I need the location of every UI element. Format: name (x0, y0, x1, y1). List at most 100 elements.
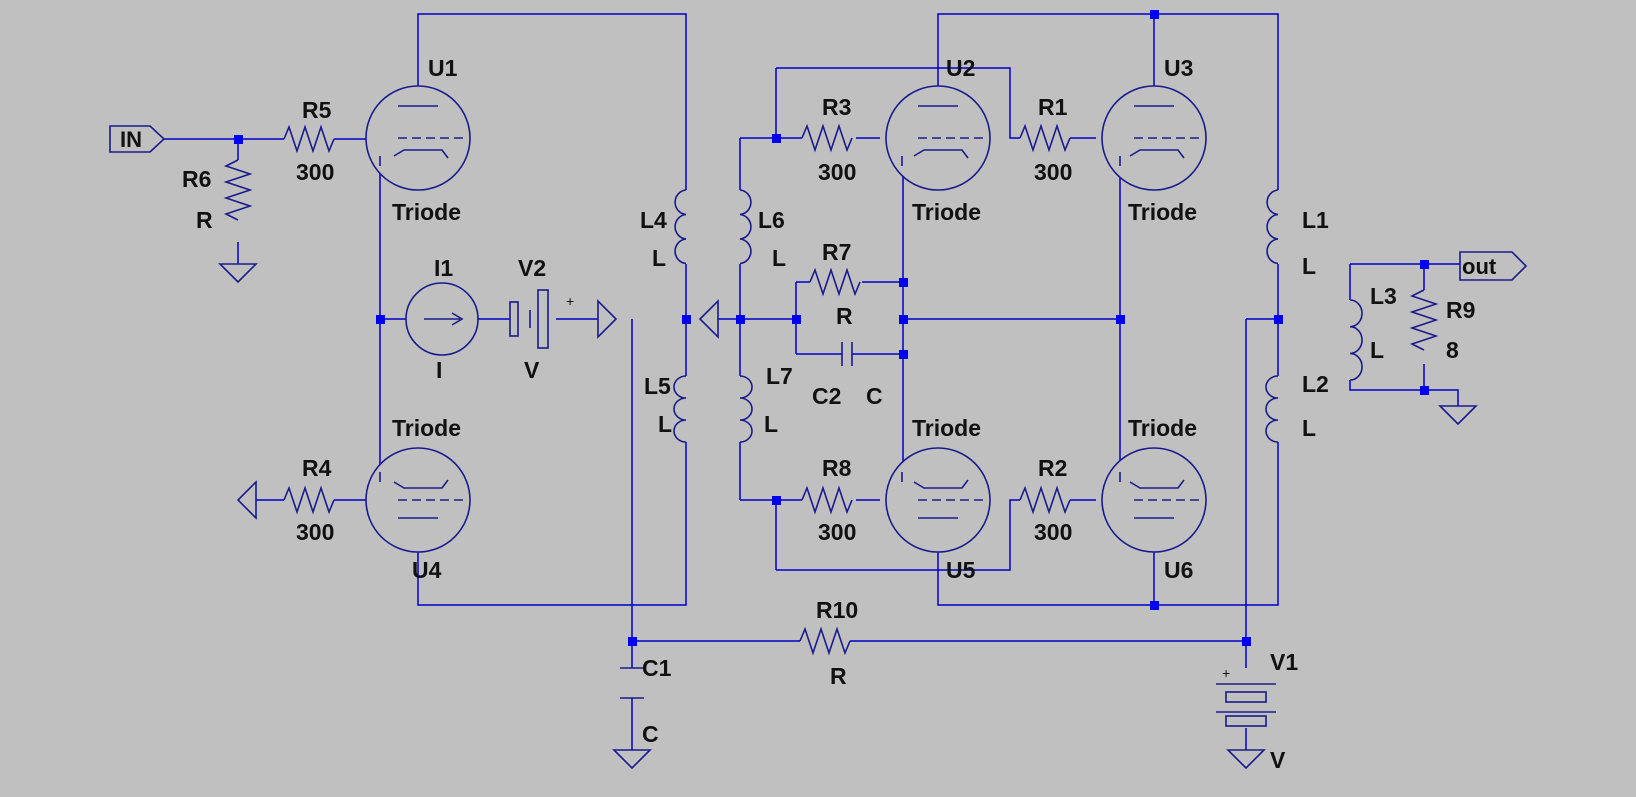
resistor-r5 (283, 124, 335, 154)
resistor-r6 (223, 159, 253, 221)
resistor-r2 (1019, 485, 1071, 515)
triode-u2 (885, 85, 991, 191)
c2-value: C (866, 383, 883, 409)
r9-ref: R9 (1446, 297, 1475, 323)
l1-value: L (1302, 253, 1316, 279)
i1-value: I (436, 357, 442, 383)
r4-ref: R4 (302, 455, 332, 481)
ground-icon (597, 299, 618, 339)
inductor-l5 (673, 375, 687, 443)
resistor-r4 (283, 485, 335, 515)
u3-ref: U3 (1164, 55, 1193, 81)
triode-u5 (885, 447, 991, 553)
r8-value: 300 (818, 519, 856, 545)
triode-u3 (1101, 85, 1207, 191)
r3-ref: R3 (822, 94, 851, 120)
v1-ref: V1 (1270, 649, 1298, 675)
c1-ref: C1 (642, 655, 672, 681)
r4-value: 300 (296, 519, 334, 545)
r7-value: R (836, 303, 853, 329)
c1-value: C (642, 721, 659, 747)
junction-dots (234, 10, 1429, 646)
v1-value: V (1270, 747, 1286, 773)
u6-value: Triode (1128, 415, 1197, 441)
v2-ref: V2 (518, 255, 546, 281)
ground-icon (218, 263, 258, 284)
resistor-r8 (801, 485, 853, 515)
v2-value: V (524, 357, 540, 383)
u2-value: Triode (912, 199, 981, 225)
ground-icon (698, 299, 719, 339)
r8-ref: R8 (822, 455, 852, 481)
l5-ref: L5 (644, 373, 671, 399)
r2-value: 300 (1034, 519, 1072, 545)
l6-ref: L6 (758, 207, 785, 233)
v2-polarity: + (566, 293, 574, 309)
c2-ref: C2 (812, 383, 841, 409)
inductor-l6 (739, 189, 752, 265)
u4-value: Triode (392, 415, 461, 441)
resistor-r1 (1019, 123, 1071, 153)
resistors (223, 123, 1439, 656)
battery-v2: + (509, 289, 574, 349)
triode-u1 (365, 85, 471, 191)
ground-icon (612, 749, 652, 770)
current-source-i1 (405, 282, 479, 356)
ground-icon (1438, 405, 1478, 426)
u3-value: Triode (1128, 199, 1197, 225)
u1-ref: U1 (428, 55, 458, 81)
l5-value: L (658, 411, 672, 437)
input-port: IN (109, 125, 166, 153)
inductor-l1 (1266, 189, 1279, 265)
ground-symbols (218, 263, 1478, 770)
u6-ref: U6 (1164, 557, 1193, 583)
triode-u6 (1101, 447, 1207, 553)
l4-ref: L4 (640, 207, 667, 233)
r5-value: 300 (296, 159, 334, 185)
triode-u4 (365, 447, 471, 553)
r10-ref: R10 (816, 597, 858, 623)
inductor-l7 (739, 375, 753, 443)
l2-value: L (1302, 415, 1316, 441)
u4-ref: U4 (412, 557, 442, 583)
r1-value: 300 (1034, 159, 1072, 185)
wires (164, 13, 1460, 750)
inductor-l2 (1265, 375, 1279, 443)
l1-ref: L1 (1302, 207, 1329, 233)
capacitor-c1 (620, 667, 644, 699)
output-port: out (1459, 251, 1528, 281)
component-labels: U1 Triode U2 Triode U3 Triode Triode U4 … (182, 55, 1475, 773)
ground-icon (1226, 749, 1266, 770)
l7-value: L (764, 411, 778, 437)
r7-ref: R7 (822, 239, 851, 265)
l3-ref: L3 (1370, 283, 1397, 309)
resistor-r3 (801, 123, 853, 153)
r3-value: 300 (818, 159, 856, 185)
resistor-r7 (809, 267, 861, 297)
r6-ref: R6 (182, 166, 211, 192)
r2-ref: R2 (1038, 455, 1067, 481)
resistor-r9 (1409, 289, 1439, 351)
capacitor-c2 (841, 342, 853, 366)
output-port-label: out (1462, 254, 1497, 279)
r1-ref: R1 (1038, 94, 1068, 120)
r5-ref: R5 (302, 97, 332, 123)
l4-value: L (652, 245, 666, 271)
r6-value: R (196, 207, 213, 233)
r9-value: 8 (1446, 337, 1459, 363)
inductors (673, 189, 1363, 443)
u2-ref: U2 (946, 55, 975, 81)
u1-value: Triode (392, 199, 461, 225)
ground-icon (236, 480, 257, 520)
l6-value: L (772, 245, 786, 271)
resistor-r10 (799, 626, 851, 656)
battery-v1: + (1216, 665, 1276, 727)
u5-ref: U5 (946, 557, 976, 583)
l3-value: L (1370, 337, 1384, 363)
input-port-label: IN (120, 127, 142, 152)
l7-ref: L7 (766, 363, 793, 389)
v1-polarity: + (1222, 665, 1230, 681)
l2-ref: L2 (1302, 371, 1329, 397)
i1-ref: I1 (434, 255, 453, 281)
